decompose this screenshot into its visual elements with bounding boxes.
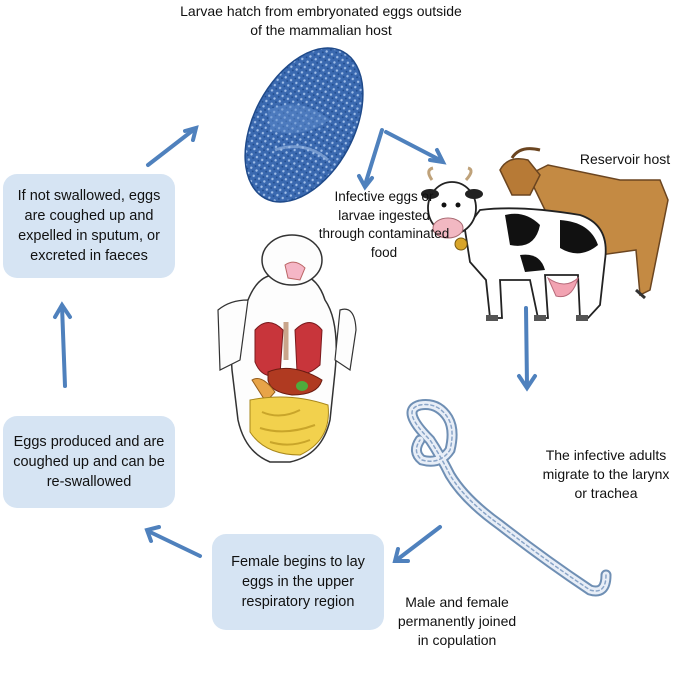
cycle-arrows <box>53 125 537 563</box>
label-adults-migrate: The infective adults migrate to the lary… <box>542 447 670 501</box>
box-not-swallowed: If not swallowed, eggs are coughed up an… <box>3 174 175 278</box>
label-larvae-hatch: Larvae hatch from embryonated eggs outsi… <box>180 3 462 38</box>
arrow-to-worm <box>524 306 529 387</box>
arrow-to-hosts <box>384 130 442 162</box>
arrow-to-egg <box>146 129 194 167</box>
arrow-to-female-box <box>396 525 442 561</box>
arrow-to-eggs-produced <box>148 530 202 558</box>
box-female-lays-eggs: Female begins to lay eggs in the upper r… <box>212 534 384 630</box>
human-anatomy-illustration <box>217 234 357 463</box>
arrow-to-ingestion <box>363 128 384 187</box>
label-reservoir-host: Reservoir host <box>579 151 671 167</box>
label-male-female: Male and female permanently joined in co… <box>397 594 517 648</box>
egg-illustration <box>244 47 364 203</box>
box-eggs-produced: Eggs produced and are coughed up and can… <box>3 416 175 508</box>
label-infective-eggs: Infective eggs or larvae ingested throug… <box>318 189 450 260</box>
cow-illustration <box>421 166 607 321</box>
worm-illustration <box>406 399 612 597</box>
arrow-to-not-swallowed <box>60 304 67 388</box>
